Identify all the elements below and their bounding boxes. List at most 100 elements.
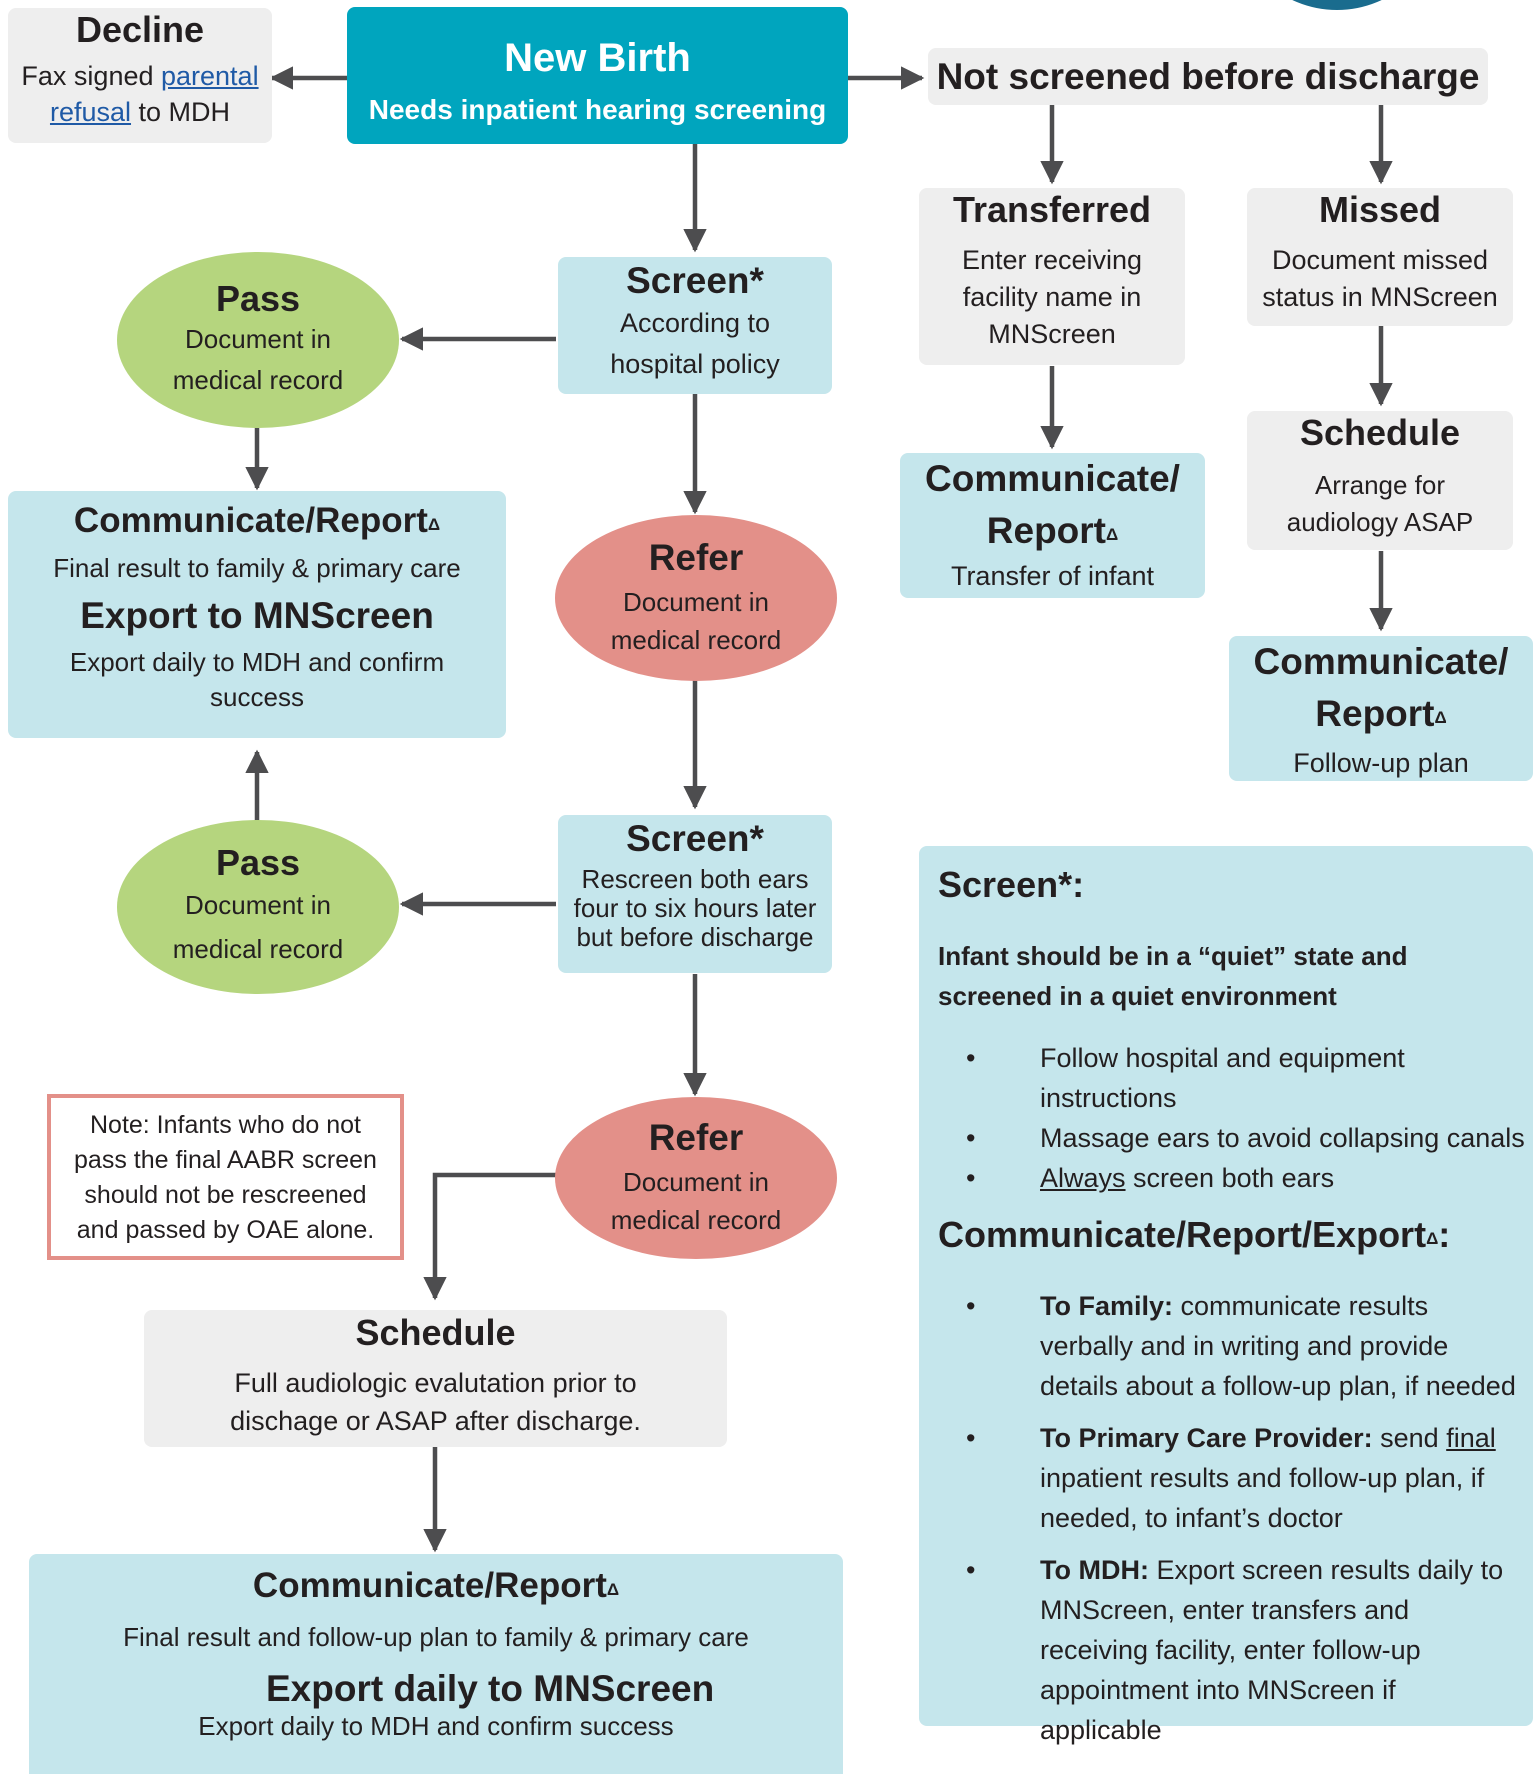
comm1-export-title: Export to MNScreen <box>80 595 434 636</box>
comm-final-export-body: Export daily to MDH and confirm success <box>198 1711 674 1741</box>
screen1-body: According to hospital policy <box>610 308 780 379</box>
refer1-body: Document in medical record <box>610 587 782 655</box>
bullet: • <box>966 1163 976 1193</box>
new-birth-subtitle: Needs inpatient hearing screening <box>368 94 827 125</box>
schedule-final-box: Schedule Full audiologic evalutation pri… <box>144 1310 727 1447</box>
decline-pre: Fax signed <box>21 61 161 91</box>
screen2-title: Screen* <box>626 818 764 859</box>
decline-title: Decline <box>75 9 205 50</box>
comm1-export-body: Export daily to MDH and confirm success <box>69 647 445 712</box>
screen1-title: Screen* <box>626 260 764 301</box>
comm1-title-text: Communicate/Report <box>73 501 428 540</box>
schedule-final-title: Schedule <box>355 1312 516 1353</box>
delta-mark: Δ <box>427 515 441 534</box>
info-screen-item-text: Massage ears to avoid collapsing canals <box>1040 1123 1525 1153</box>
schedule-final-body: Full audiologic evalutation prior to dis… <box>230 1368 641 1436</box>
pass2-ellipse: Pass Document in medical record <box>117 820 399 994</box>
info-comm-item-family: • To Family: communicate results verbally… <box>938 1286 1523 1406</box>
comm1-line: Final result to family & primary care <box>53 553 461 583</box>
delta-mark: Δ <box>1434 708 1447 727</box>
bullet: • <box>966 1555 976 1585</box>
info-screen-intro: Infant should be in a “quiet” state and … <box>938 941 1408 1011</box>
pass1-ellipse: Pass Document in medical record <box>117 252 399 428</box>
screen2-box: Screen* Rescreen both ears four to six h… <box>558 815 832 973</box>
pcp-text-a: send <box>1372 1423 1447 1453</box>
bullet: • <box>966 1291 976 1321</box>
info-comm-list: • To Family: communicate results verbally… <box>938 1286 1533 1750</box>
screen2-body: Rescreen both ears four to six hours lat… <box>573 864 817 952</box>
parental-refusal-link[interactable]: parental refusal <box>49 61 259 127</box>
info-comm-item-mdh: • To MDH: Export screen results daily to … <box>938 1550 1523 1750</box>
refer1-title: Refer <box>648 537 744 578</box>
not-screened-title: Not screened before discharge <box>936 56 1480 97</box>
decline-body: Fax signed parental refusal to MDH <box>8 58 272 130</box>
delta-mark: Δ <box>606 1580 620 1599</box>
pass1-title: Pass <box>215 278 301 319</box>
refer2-title: Refer <box>648 1117 744 1158</box>
comm-missed-title: Communicate/ ReportΔ <box>1229 636 1533 740</box>
family-label: To Family: <box>1040 1291 1174 1321</box>
info-comm-heading-text: Communicate/Report/Export <box>938 1214 1427 1255</box>
note-text: Note: Infants who do not pass the final … <box>74 1111 377 1244</box>
comm-missed-box: Communicate/ ReportΔ Follow-up plan <box>1229 636 1533 781</box>
refer2-body: Document in medical record <box>610 1167 782 1235</box>
pass1-body: Document in medical record <box>172 324 344 395</box>
pcp-final-underlined: final <box>1446 1423 1496 1453</box>
comm-transfer-box: Communicate/ ReportΔ Transfer of infant <box>900 453 1205 598</box>
transferred-title: Transferred <box>952 189 1152 230</box>
delta-mark: Δ <box>1426 1229 1439 1248</box>
family-text: communicate results verbally and in writ… <box>1040 1291 1516 1401</box>
bullet: • <box>966 1123 976 1153</box>
transferred-body: Enter receiving facility name in MNScree… <box>961 245 1143 349</box>
bullet: • <box>966 1043 976 1073</box>
not-screened-box: Not screened before discharge <box>928 48 1488 105</box>
pcp-text-b: inpatient results and follow-up plan, if… <box>1040 1463 1485 1533</box>
missed-body: Document missed status in MNScreen <box>1262 245 1498 312</box>
always-underlined: Always <box>1040 1163 1126 1193</box>
info-screen-list: • Follow hospital and equipment instructi… <box>938 1038 1533 1198</box>
info-comm-heading: Communicate/Report/ExportΔ: <box>938 1214 1533 1256</box>
schedule-missed-body: Arrange for audiology ASAP <box>1286 470 1474 537</box>
info-screen-item-text: Follow hospital and equipment instructio… <box>1040 1043 1405 1113</box>
refer1-ellipse: Refer Document in medical record <box>555 515 837 681</box>
info-screen-item: • Follow hospital and equipment instructi… <box>938 1038 1533 1118</box>
bullet: • <box>966 1423 976 1453</box>
schedule-missed-title: Schedule <box>1299 412 1461 453</box>
new-birth-box: New Birth Needs inpatient hearing screen… <box>347 7 848 144</box>
comm-missed-title-text: Communicate/ Report <box>1253 641 1509 734</box>
delta-mark: Δ <box>1106 525 1119 544</box>
comm1-title: Communicate/ReportΔ <box>8 501 506 541</box>
comm-transfer-title: Communicate/ ReportΔ <box>900 453 1205 557</box>
transferred-box: Transferred Enter receiving facility nam… <box>919 188 1185 365</box>
info-comm-colon: : <box>1438 1214 1451 1255</box>
mdh-text: Export screen results daily to MNScreen,… <box>1040 1555 1504 1745</box>
info-panel: Screen*: Infant should be in a “quiet” s… <box>919 846 1533 1745</box>
decline-post: to MDH <box>131 97 231 127</box>
info-screen-heading: Screen*: <box>938 864 1085 905</box>
screen1-box: Screen* According to hospital policy <box>558 257 832 394</box>
comm-final-export-title: Export daily to MNScreen <box>262 1667 719 1711</box>
comm-final-title: Communicate/ReportΔ <box>29 1566 843 1606</box>
pass2-title: Pass <box>215 842 301 883</box>
comm-final-title-text: Communicate/Report <box>252 1566 607 1605</box>
comm-missed-body: Follow-up plan <box>1293 748 1469 778</box>
missed-title: Missed <box>1318 189 1442 230</box>
comm-transfer-body: Transfer of infant <box>950 561 1155 591</box>
info-comm-item-pcp: • To Primary Care Provider: send final in… <box>938 1418 1523 1538</box>
mdh-label: To MDH: <box>1040 1555 1149 1585</box>
info-screen-item: • Always screen both ears <box>938 1158 1533 1198</box>
arrow-to-schedule-final <box>423 1172 556 1301</box>
note-box: Note: Infants who do not pass the final … <box>47 1094 404 1260</box>
comm1-box: Communicate/ReportΔ Final result to fami… <box>8 491 506 738</box>
pcp-label: To Primary Care Provider: <box>1040 1423 1373 1453</box>
comm-transfer-title-text: Communicate/ Report <box>925 458 1180 551</box>
new-birth-title: New Birth <box>504 36 691 80</box>
schedule-missed-box: Schedule Arrange for audiology ASAP <box>1247 411 1513 550</box>
comm-final-box: Communicate/ReportΔ Final result and fol… <box>29 1554 843 1774</box>
decline-box: Decline Fax signed parental refusal to M… <box>8 8 272 143</box>
info-screen-item: • Massage ears to avoid collapsing canals <box>938 1118 1533 1158</box>
refer2-ellipse: Refer Document in medical record <box>555 1097 837 1259</box>
info-screen-item-text: screen both ears <box>1125 1163 1335 1193</box>
logo-circle <box>1232 0 1442 10</box>
